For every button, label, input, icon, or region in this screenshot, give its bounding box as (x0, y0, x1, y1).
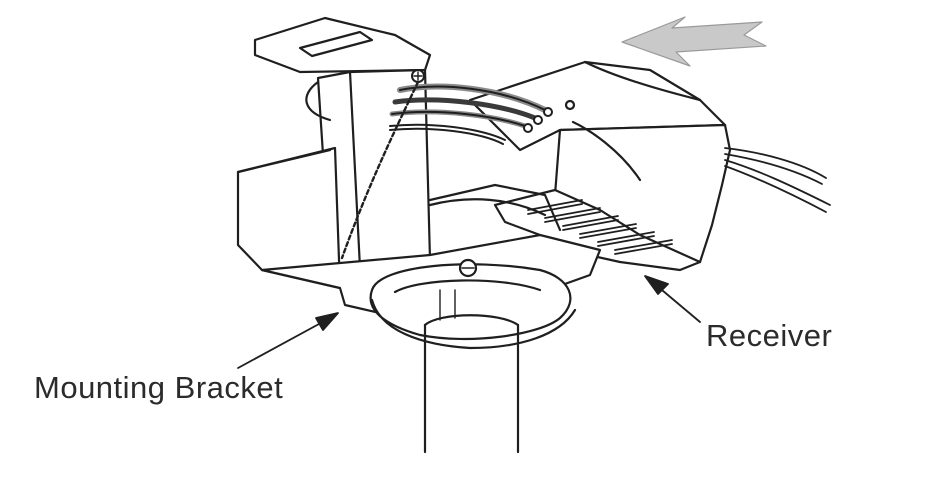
receiver-unit (468, 60, 831, 272)
receiver-wires (724, 147, 831, 213)
connection-wires (340, 69, 553, 260)
mounting-bracket-label: Mounting Bracket (34, 370, 284, 405)
direction-arrow-icon (621, 16, 767, 67)
pointer-mounting-bracket (237, 312, 339, 369)
pointer-receiver (644, 275, 701, 323)
receiver-label: Receiver (706, 318, 833, 353)
downrod-assembly (369, 258, 577, 454)
